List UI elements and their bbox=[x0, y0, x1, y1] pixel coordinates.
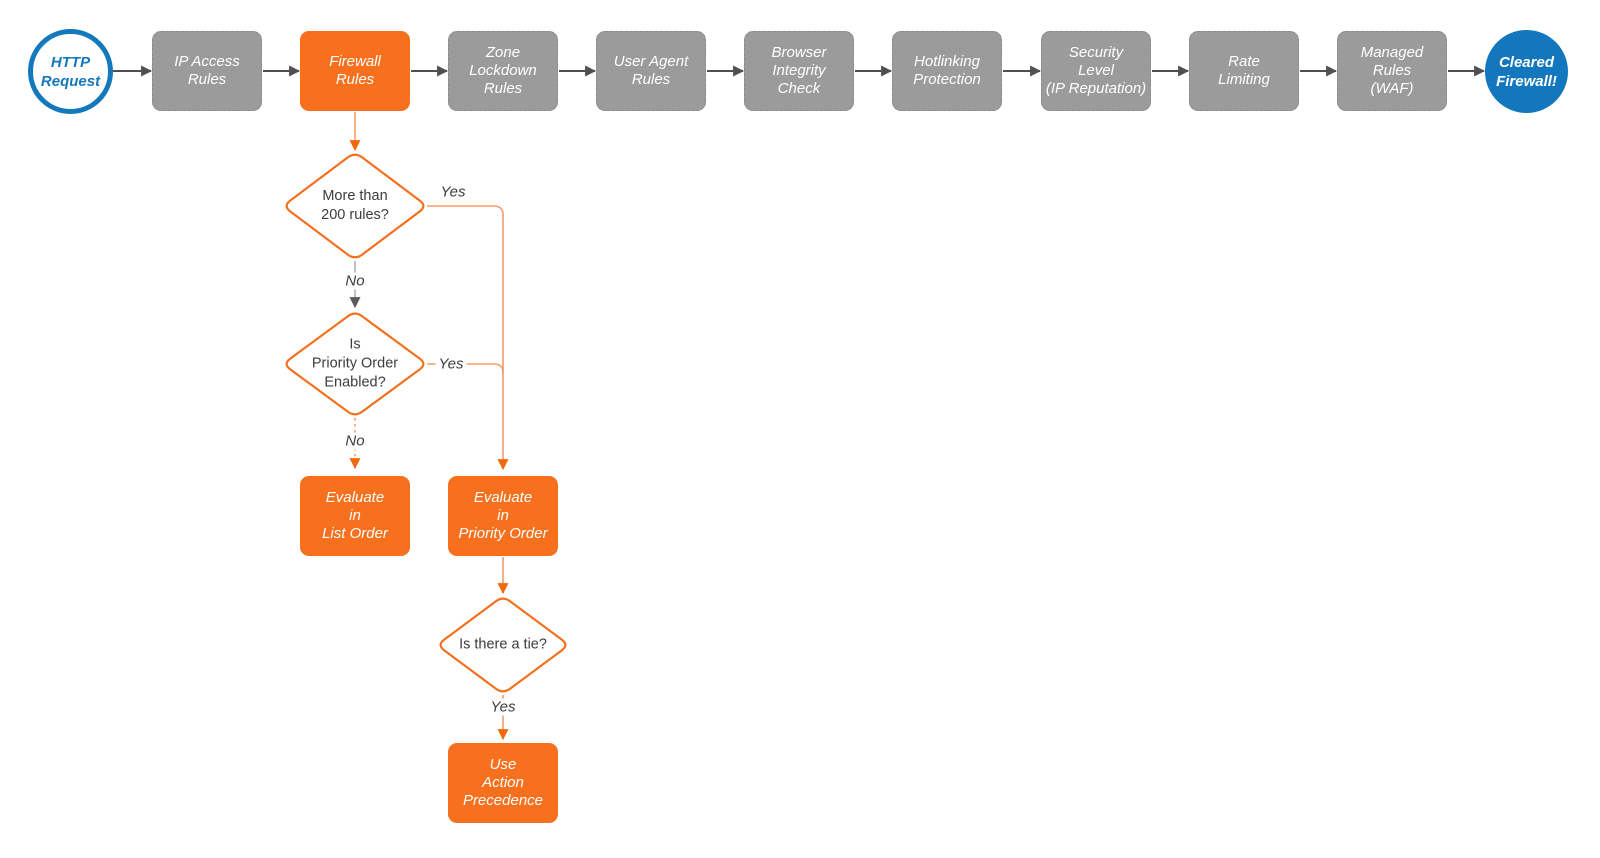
node-hotlinking-protection: Hotlinking Protection bbox=[892, 31, 1002, 111]
decision-more-rules-label: More than 200 rules? bbox=[321, 188, 389, 223]
decision-tie-shape bbox=[439, 597, 567, 693]
node-managed-rules-waf: Managed Rules (WAF) bbox=[1337, 31, 1447, 111]
label-no-priority-enabled: No bbox=[342, 432, 368, 450]
edge-yes-priority-enabled bbox=[427, 363, 504, 374]
decision-more-rules-shape bbox=[285, 153, 425, 259]
decision-priority-enabled-label: Is Priority Order Enabled? bbox=[311, 336, 399, 391]
node-zone-lockdown-rules: Zone Lockdown Rules bbox=[448, 31, 558, 111]
node-firewall-rules: Firewall Rules bbox=[300, 31, 410, 111]
node-security-level: Security Level (IP Reputation) bbox=[1041, 31, 1151, 111]
action-evaluate-priority-order: Evaluate in Priority Order bbox=[448, 476, 558, 556]
label-yes-more-rules: Yes bbox=[437, 183, 469, 201]
action-use-action-precedence: Use Action Precedence bbox=[448, 743, 558, 823]
node-browser-integrity-check: Browser Integrity Check bbox=[744, 31, 854, 111]
node-rate-limiting: Rate Limiting bbox=[1189, 31, 1299, 111]
label-no-more-rules: No bbox=[342, 272, 368, 290]
end-node-cleared-firewall: Cleared Firewall! bbox=[1485, 30, 1568, 113]
decision-tie-label: Is there a tie? bbox=[459, 636, 547, 653]
node-user-agent-rules: User Agent Rules bbox=[596, 31, 706, 111]
edge-yes-more-rules bbox=[427, 205, 509, 471]
action-evaluate-list-order: Evaluate in List Order bbox=[300, 476, 410, 556]
label-yes-tie: Yes bbox=[487, 698, 519, 716]
label-yes-priority-enabled: Yes bbox=[435, 355, 467, 373]
node-ip-access-rules: IP Access Rules bbox=[152, 31, 262, 111]
decision-priority-enabled-shape bbox=[285, 312, 425, 416]
start-node-http-request: HTTP Request bbox=[28, 29, 113, 114]
